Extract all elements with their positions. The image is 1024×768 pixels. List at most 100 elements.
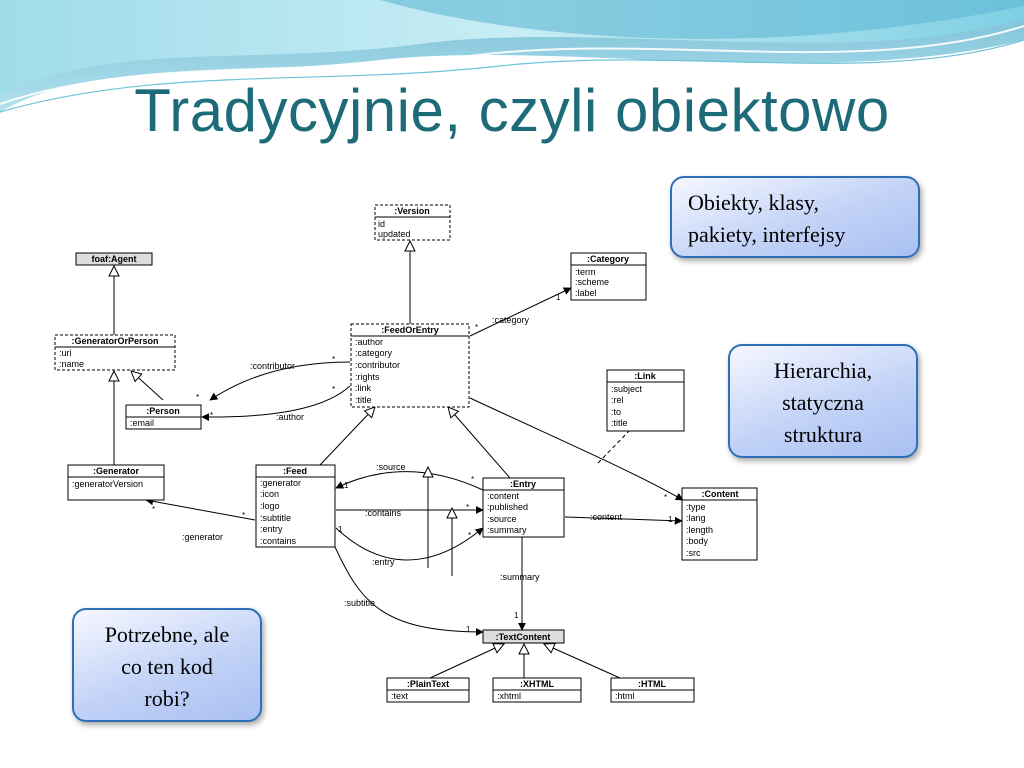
class-generator-or-person-attr: :uri [59,348,72,358]
mult-content-target: 1 [668,515,673,524]
class-link-name: :Link [634,371,656,381]
class-feed-or-entry-attr: :contributor [355,360,400,370]
class-entry: :Entry :content :published :source :summ… [482,477,565,538]
label-contains: :contains [365,508,402,518]
label-summary: :summary [500,572,540,582]
class-content-attr: :src [686,548,701,558]
class-html-name: :HTML [638,679,666,689]
header-waves [0,0,1024,113]
class-link-attr: :rel [611,395,624,405]
mult-author-target: * [210,411,213,420]
callout-line: pakiety, interfejsy [688,221,846,247]
class-link-attr: :subject [611,384,643,394]
mult-contributor-target: * [196,393,199,402]
class-generator-or-person: :GeneratorOrPerson :uri :name [54,334,176,371]
label-source: :source [376,462,406,472]
class-foaf-agent: foaf:Agent [75,252,153,266]
callout-question: Potrzebne, ale co ten kod robi? [72,608,262,722]
class-plain-text-attr: :text [391,691,409,701]
class-content-attr: :length [686,525,713,535]
mult-category-target: 1 [556,293,561,302]
class-link: :Link :subject :rel :to :title [606,369,685,432]
class-content: :Content :type :lang :length :body :src [681,487,758,561]
slide-title: Tradycyjnie, czyli obiektowo [134,77,890,144]
class-entry-attr: :content [487,491,520,501]
class-generator-or-person-name: :GeneratorOrPerson [71,336,158,346]
mult-summary-target: 1 [514,611,519,620]
class-content-name: :Content [702,489,739,499]
class-feed-attr: :subtitle [260,513,291,523]
class-feed-name: :Feed [283,466,307,476]
label-contributor: :contributor [250,361,295,371]
class-text-content: :TextContent [482,629,565,644]
relation-labels: :category :contributor :author :source :… [182,315,623,608]
class-html: :HTML :html [610,677,695,703]
class-content-attr: :body [686,536,709,546]
class-feed-or-entry-name: :FeedOrEntry [381,325,439,335]
class-feed: :Feed :generator :icon :logo :subtitle :… [255,464,336,548]
class-generator-name: :Generator [93,466,140,476]
multiplicity-labels: * 1 * * * * * 1 * 1 * * * 1 * 1 1 [152,293,673,634]
class-entry-attr: :source [487,514,517,524]
callout-line: Potrzebne, ale [104,622,230,647]
mult-contributor-source: * [332,355,335,364]
mult-source-entry: * [471,475,474,484]
class-foaf-agent-name: foaf:Agent [92,254,137,264]
class-xhtml: :XHTML :xhtml [492,677,582,703]
class-entry-name: :Entry [510,479,536,489]
callout-objects: Obiekty, klasy, pakiety, interfejsy [670,176,920,258]
class-feed-attr: :icon [260,489,279,499]
mult-contains-target: * [466,503,469,512]
class-feed-attr: :contains [260,536,297,546]
label-category: :category [492,315,530,325]
mult-generator-source: * [242,511,245,520]
class-category: :Category :term :scheme :label [570,252,647,301]
class-person-attr: :email [130,418,154,428]
class-link-attr: :to [611,407,621,417]
class-plain-text: :PlainText :text [386,677,470,703]
mult-entry-source: 1 [338,525,343,534]
callout-line: robi? [144,685,190,711]
class-version-name: :Version [394,206,430,216]
mult-source-feed: 1 [344,481,349,490]
class-person: :Person :email [125,404,202,430]
class-feed-or-entry-attr: :link [355,383,372,393]
class-feed-or-entry-attr: :category [355,348,393,358]
class-generator-attr: :generatorVersion [72,479,143,489]
mult-category-source: * [475,323,478,332]
class-feed-or-entry-attr: :title [355,395,372,405]
mult-entry-target: * [468,531,471,540]
class-feed-or-entry: :FeedOrEntry :author :category :contribu… [350,323,470,408]
mult-generator-target: * [152,505,155,514]
diagram-connectors [114,241,684,679]
label-entry: :entry [372,557,395,567]
class-feed-attr: :entry [260,524,283,534]
mult-feedorentry-content: * [664,493,667,502]
class-generator-or-person-attr: :name [59,359,84,369]
class-content-attr: :lang [686,513,706,523]
class-text-content-name: :TextContent [496,632,551,642]
class-feed-or-entry-attr: :rights [355,372,380,382]
callout-line: statyczna [782,389,864,415]
class-entry-attr: :summary [487,525,527,535]
callout-line: co ten kod [121,653,213,679]
class-person-name: :Person [146,406,180,416]
callout-line: Hierarchia, [773,358,873,383]
class-entry-attr: :published [487,502,528,512]
callout-hierarchy: Hierarchia, statyczna struktura [728,344,918,458]
label-author: :author [276,412,304,422]
class-category-attr: :scheme [575,277,609,287]
class-html-attr: :html [615,691,635,701]
label-content: :content [590,512,623,522]
class-feed-or-entry-attr: :author [355,337,383,347]
label-subtitle: :subtitle [344,598,375,608]
class-feed-attr: :generator [260,478,301,488]
class-plain-text-name: :PlainText [407,679,449,689]
class-link-attr: :title [611,418,628,428]
mult-author-source: * [332,385,335,394]
uml-diagram: :category :contributor :author :source :… [54,204,758,703]
mult-subtitle-target: 1 [466,625,471,634]
class-version-attr: id [378,219,385,229]
class-category-name: :Category [587,254,629,264]
